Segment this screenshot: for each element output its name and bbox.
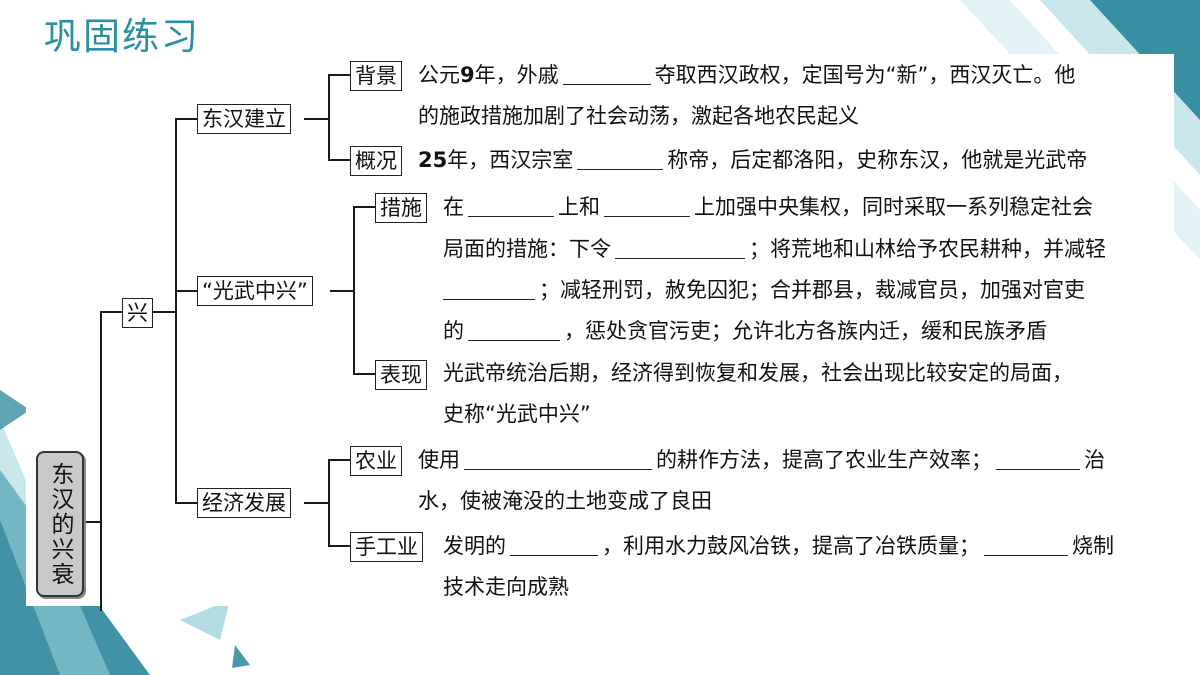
nongye-line-2: 水，使被淹没的土地变成了良田 <box>418 489 712 513</box>
nongye-line-1: 使用的耕作方法，提高了农业生产效率；治 <box>418 448 1105 472</box>
biaoxian-line-1: 光武帝统治后期，经济得到恢复和发展，社会出现比较安定的局面， <box>443 361 1073 385</box>
answer-blank[interactable] <box>996 468 1080 470</box>
branch-jjfz: 经济发展 <box>197 488 291 518</box>
answer-blank[interactable] <box>604 215 690 217</box>
tag-beijing: 背景 <box>350 61 402 91</box>
answer-blank[interactable] <box>577 168 664 170</box>
answer-blank[interactable] <box>615 257 745 259</box>
beijing-line-1: 公元9年，外戚夺取西汉政权，定国号为“新”，西汉灭亡。他 <box>418 63 1076 87</box>
answer-blank[interactable] <box>443 298 535 300</box>
answer-blank[interactable] <box>510 554 598 556</box>
cuoshi-line-1: 在上和上加强中央集权，同时采取一系列稳定社会 <box>443 195 1093 219</box>
tag-cuoshi: 措施 <box>375 193 427 223</box>
tag-shougongye: 手工业 <box>350 532 423 562</box>
answer-blank[interactable] <box>468 339 560 341</box>
gaikuang-line-1: 25年，西汉宗室称帝，后定都洛阳，史称东汉，他就是光武帝 <box>418 148 1088 172</box>
shougongye-line-2: 技术走向成熟 <box>443 575 569 599</box>
tag-nongye: 农业 <box>350 446 402 476</box>
tag-biaoxian: 表现 <box>375 360 427 390</box>
answer-blank[interactable] <box>468 215 554 217</box>
xing-box: 兴 <box>122 298 153 328</box>
root-label: 东汉的兴衰 <box>36 451 84 597</box>
branch-dhjl: 东汉建立 <box>197 104 291 134</box>
page-title: 巩固练习 <box>44 15 200 58</box>
shougongye-line-1: 发明的，利用水力鼓风冶铁，提高了冶铁质量；烧制 <box>443 534 1114 558</box>
cuoshi-line-3: ；减轻刑罚，赦免囚犯；合并郡县，裁减官员，加强对官吏 <box>443 270 1085 311</box>
cuoshi-line-4: 的，惩处贪官污吏；允许北方各族内迁，缓和民族矛盾 <box>443 319 1047 343</box>
answer-blank[interactable] <box>984 554 1068 556</box>
cuoshi-line-2: 局面的措施：下令；将荒地和山林给予农民耕种，并减轻 <box>443 237 1106 261</box>
beijing-line-2: 的施政措施加剧了社会动荡，激起各地农民起义 <box>418 104 859 128</box>
answer-blank[interactable] <box>464 468 652 470</box>
answer-blank[interactable] <box>562 83 651 85</box>
branch-gwzx: “光武中兴” <box>197 276 313 306</box>
tag-gaikuang: 概况 <box>350 146 402 176</box>
biaoxian-line-2: 史称“光武中兴” <box>443 402 591 426</box>
